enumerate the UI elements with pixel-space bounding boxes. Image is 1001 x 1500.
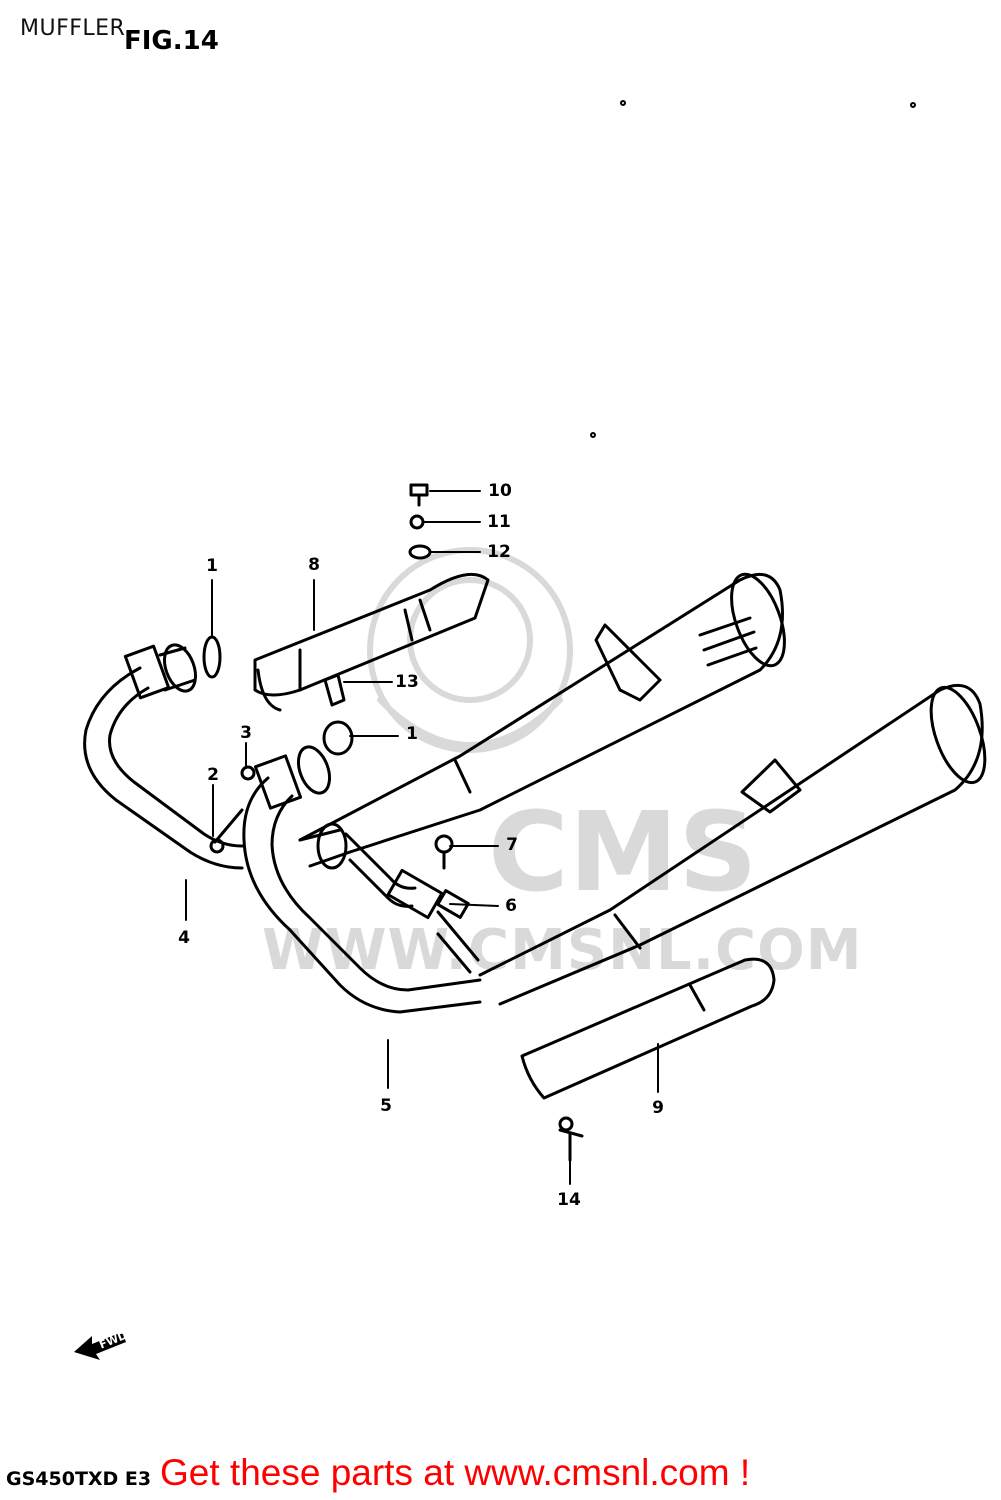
exhaust-pipe-left: [83, 643, 244, 870]
part-label-6: 6: [505, 896, 517, 916]
part-label-2: 2: [207, 765, 219, 785]
fwd-label: FWD: [97, 1329, 129, 1352]
part-label-9: 9: [652, 1098, 664, 1118]
part-label-14: 14: [557, 1190, 581, 1210]
watermark-url: WWW.CMSNL.COM: [262, 918, 863, 983]
bolt-part-7: [434, 834, 454, 870]
part-label-13: 13: [395, 672, 419, 692]
heat-cover-upper: [253, 572, 490, 712]
part-label-3: 3: [240, 723, 252, 743]
screw-part-14: [558, 1116, 584, 1162]
washer-part-11: [409, 514, 425, 530]
part-label-8: 8: [308, 555, 320, 575]
leader-lines: [185, 490, 659, 1185]
part-label-7: 7: [506, 835, 518, 855]
bolt-part-10: [409, 483, 429, 507]
watermark-brand: CMS: [488, 788, 758, 916]
gasket-part-1b: [322, 720, 354, 756]
clamp-part-6: [436, 889, 470, 919]
nut-part-3: [240, 765, 256, 781]
washer-part-12: [408, 544, 432, 560]
heat-cover-lower: [520, 957, 776, 1100]
bracket-part-13: [323, 673, 346, 707]
part-label-1: 1: [206, 556, 218, 576]
exhaust-pipe-right: [242, 745, 482, 1014]
muffler-lower: [478, 683, 987, 1006]
model-code: GS450TXD E3: [6, 1468, 152, 1490]
muffler-upper: [298, 572, 786, 854]
part-label-5: 5: [380, 1096, 392, 1116]
part-label-11: 11: [487, 512, 511, 532]
cta-link[interactable]: Get these parts at www.cmsnl.com !: [160, 1452, 751, 1493]
part-label-10: 10: [488, 481, 512, 501]
part-label-4: 4: [178, 928, 190, 948]
part-label-12: 12: [487, 542, 511, 562]
part-label-1b: 1: [406, 724, 418, 744]
fwd-arrow-icon: FWD: [74, 1329, 129, 1360]
figure-label: FIG.14: [124, 26, 219, 56]
section-title: MUFFLER: [20, 16, 126, 41]
bolt-part-2: [209, 808, 244, 854]
gasket-part-1: [202, 635, 222, 679]
